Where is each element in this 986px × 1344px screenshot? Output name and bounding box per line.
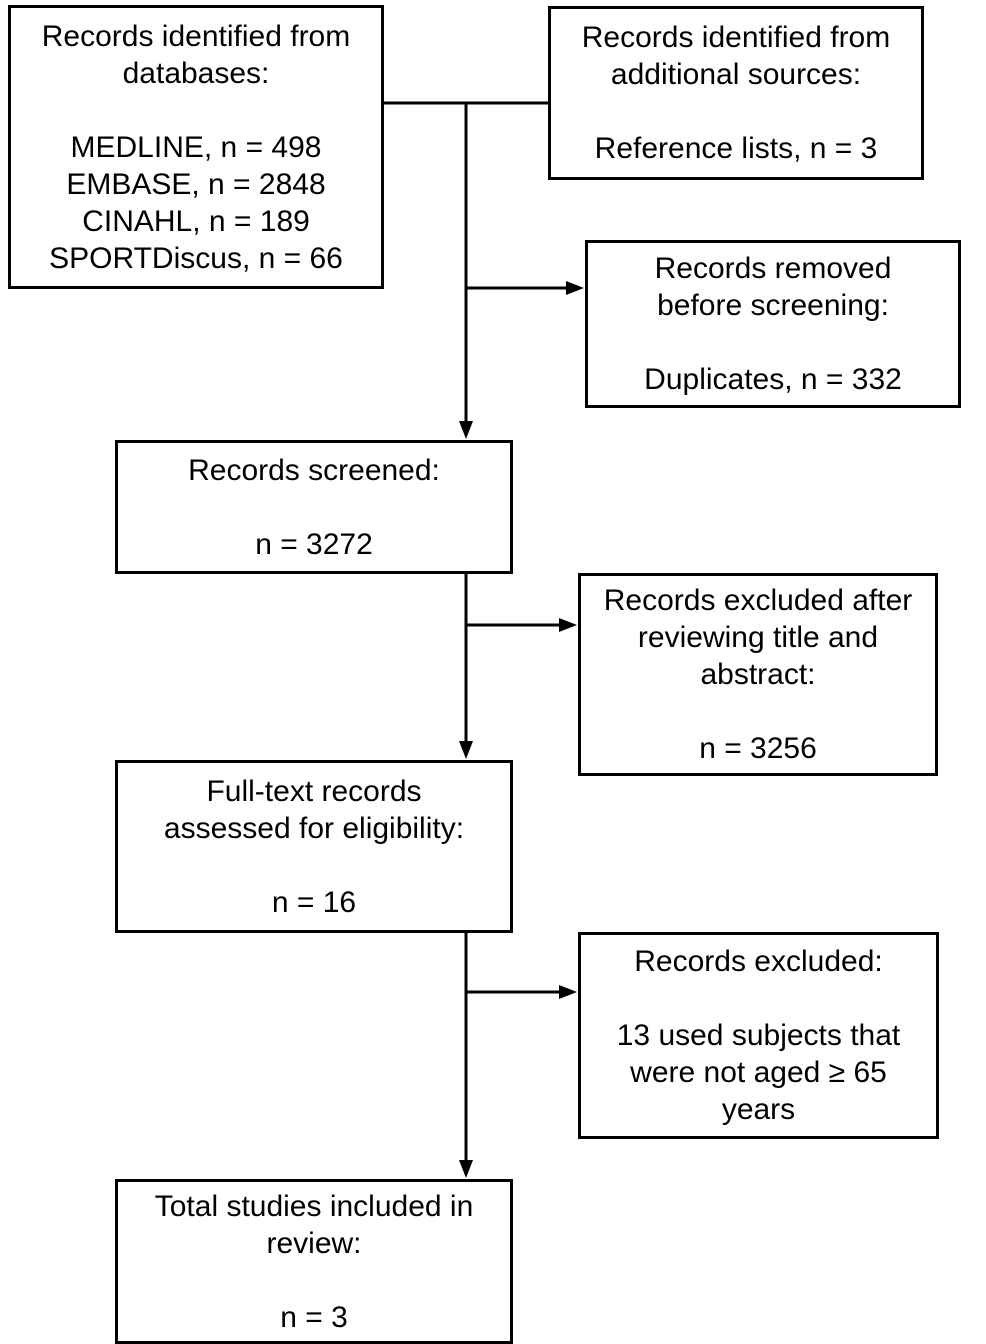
box-records-identified-databases: Records identified from databases: MEDLI… [8, 5, 384, 289]
box-records-screened: Records screened: n = 3272 [115, 440, 513, 574]
arrowhead-right-excluded-title-icon [559, 618, 577, 632]
box-text-line: years [721, 1093, 796, 1126]
box-text-line: Records screened: [188, 453, 440, 487]
box-text-line: Records removed [654, 252, 892, 285]
box-text-line: n = 16 [271, 885, 357, 919]
box-text-line: Duplicates, n = 332 [644, 363, 902, 396]
box-text-line: MEDLINE, n = 498 [70, 130, 322, 164]
box-records-removed-before-screening: Records removed before screening: Duplic… [585, 240, 961, 408]
box-text-line: Records identified from [41, 19, 351, 53]
box-text-line: before screening: [657, 289, 889, 322]
box-text-line: 13 used subjects that [616, 1019, 901, 1052]
box-records-excluded-title-abstract: Records excluded after reviewing title a… [578, 573, 938, 776]
box-text-line: n = 3 [280, 1300, 348, 1334]
box-records-identified-additional-sources: Records identified from additional sourc… [548, 6, 924, 180]
box-text-line: assessed for eligibility: [163, 811, 465, 845]
arrowhead-down-total-icon [459, 1160, 473, 1178]
box-text-line: Records excluded: [634, 945, 883, 978]
box-text-line: EMBASE, n = 2848 [66, 167, 326, 201]
box-text-line: additional sources: [610, 58, 862, 91]
box-fulltext-assessed-eligibility: Full-text records assessed for eligibili… [115, 760, 513, 933]
box-text-line: CINAHL, n = 189 [82, 204, 310, 238]
box-text-line: Total studies included in [154, 1189, 474, 1223]
arrowhead-down-fulltext-icon [459, 741, 473, 759]
box-total-studies-included: Total studies included in review: n = 3 [115, 1179, 513, 1344]
box-text-line: Full-text records [206, 774, 422, 808]
box-text-line: abstract: [700, 658, 816, 691]
box-text-line: n = 3256 [699, 732, 817, 765]
box-records-excluded-fulltext: Records excluded: 13 used subjects that … [578, 932, 939, 1139]
box-text-line: Records identified from [581, 21, 891, 54]
arrowhead-right-excluded-fulltext-icon [559, 985, 577, 999]
box-text-line: SPORTDiscus, n = 66 [49, 241, 343, 275]
arrowhead-down-screened-icon [459, 421, 473, 439]
box-text-line: reviewing title and [637, 621, 879, 654]
box-text-line: n = 3272 [255, 527, 373, 561]
arrowhead-right-removed-icon [566, 281, 584, 295]
box-text-line: databases: [122, 56, 270, 90]
box-text-line: Records excluded after [603, 584, 913, 617]
box-text-line: review: [266, 1226, 362, 1260]
box-text-line: Reference lists, n = 3 [594, 132, 878, 165]
box-text-line: were not aged ≥ 65 [630, 1056, 887, 1089]
